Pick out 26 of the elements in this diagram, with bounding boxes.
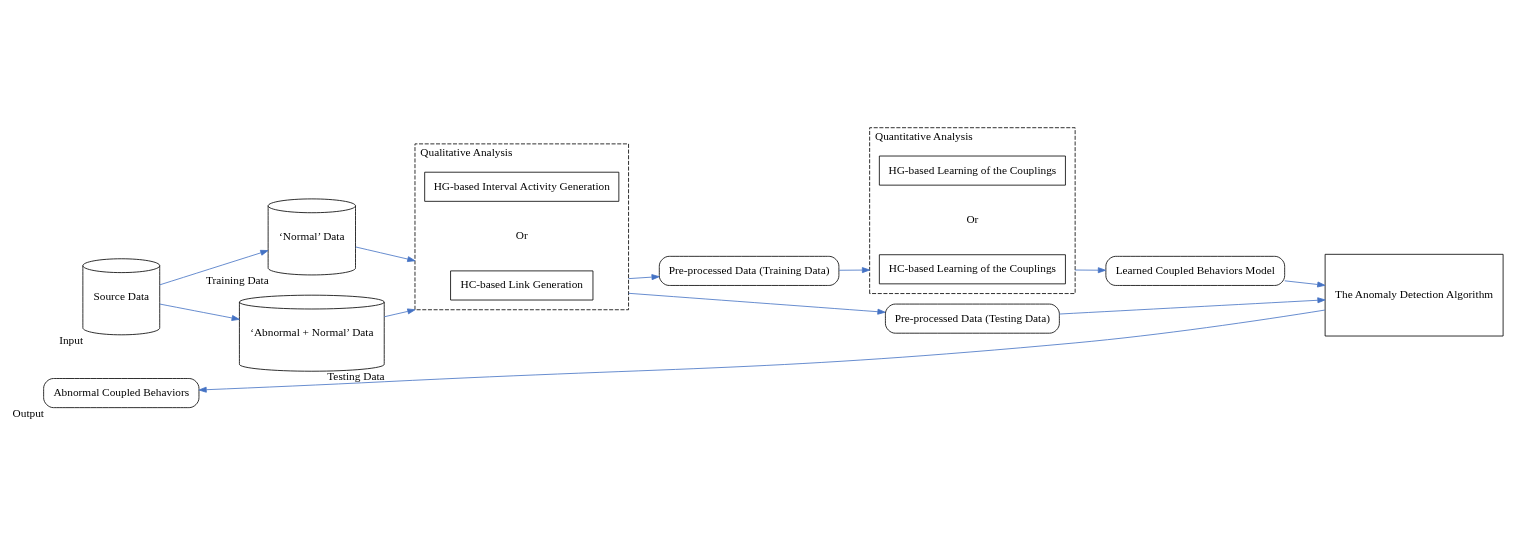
node-box: The Anomaly Detection Algorithm — [1324, 253, 1504, 336]
node-box: Pre-processed Data (Training Data) — [658, 255, 840, 286]
arrow — [838, 266, 871, 273]
node-label: Training Data — [206, 273, 269, 286]
node-box: Learned Coupled Behaviors Model — [1105, 255, 1286, 286]
label: Or — [515, 228, 528, 241]
arrow — [383, 307, 416, 317]
arrow — [1058, 296, 1326, 314]
node-box: HC-based Link Generation — [450, 270, 594, 300]
arrow — [628, 292, 886, 315]
arrow — [355, 246, 416, 262]
node-box: HG-based Learning of the Couplings — [878, 155, 1066, 186]
arrow — [198, 309, 1326, 393]
node-label: Testing Data — [327, 369, 385, 382]
node-label: Output — [12, 406, 44, 419]
arrow — [628, 273, 660, 280]
node-box: Pre-processed Data (Testing Data) — [885, 303, 1060, 334]
label: Or — [966, 212, 979, 225]
arrow — [159, 303, 240, 321]
node-box: Abnormal Coupled Behaviors — [43, 377, 200, 408]
arrow — [1284, 279, 1326, 287]
node-label: Input — [59, 333, 84, 346]
node-box: HC-based Learning of the Couplings — [878, 253, 1066, 284]
arrow — [1074, 266, 1106, 273]
node-box: HG-based Interval Activity Generation — [424, 171, 620, 202]
arrow — [159, 249, 269, 285]
